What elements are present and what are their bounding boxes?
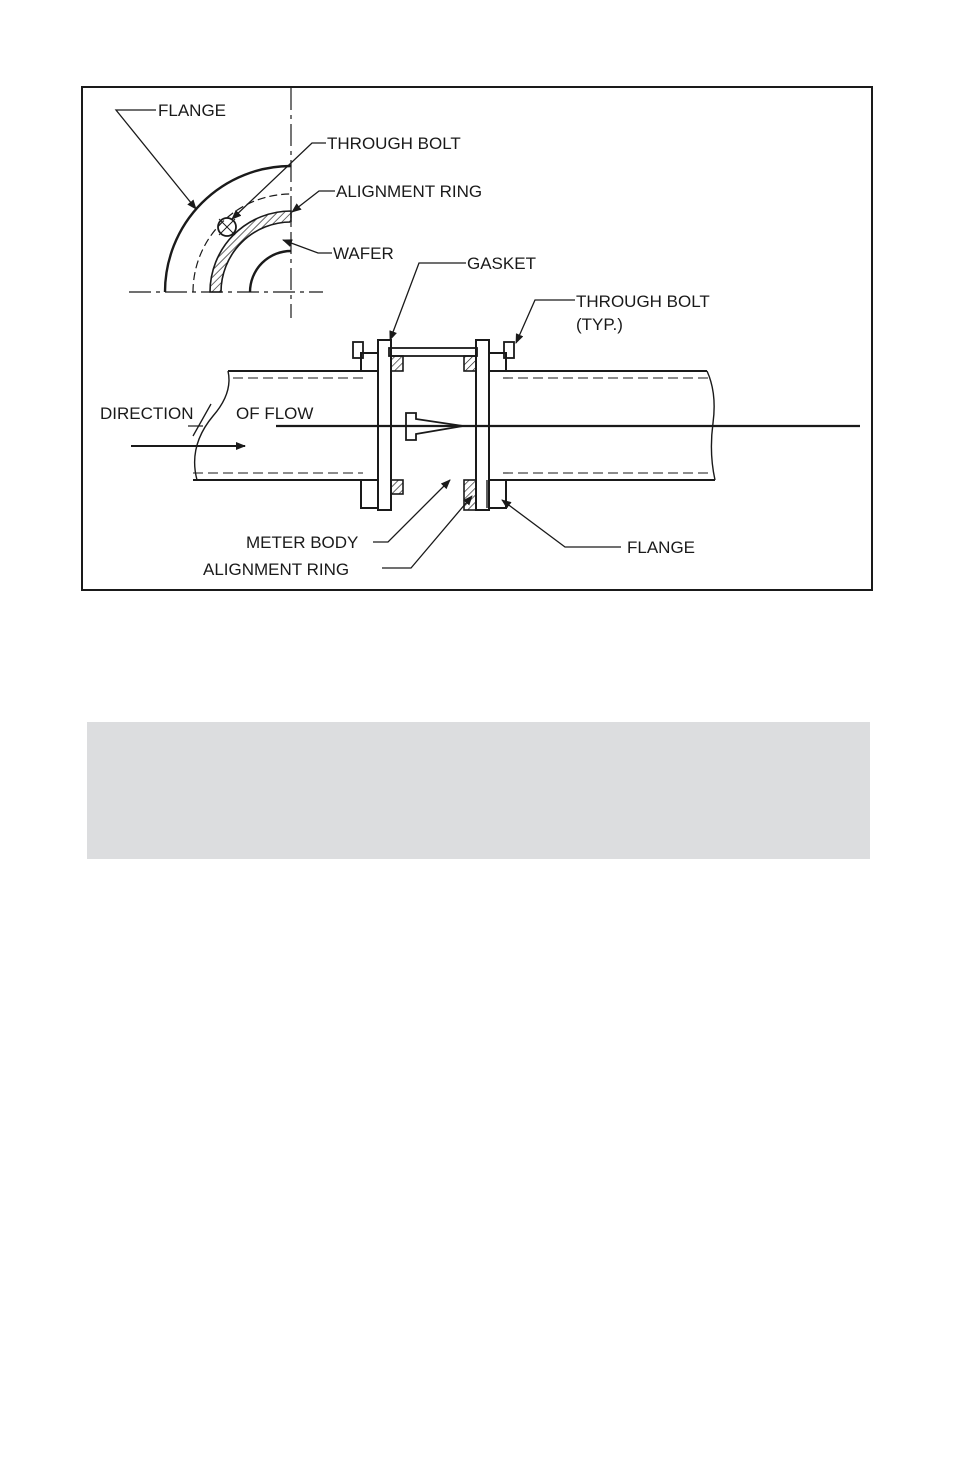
note-box xyxy=(87,722,870,859)
flange-arc xyxy=(165,166,291,292)
label-flange-top: FLANGE xyxy=(158,101,226,120)
alignment-ring-bottom xyxy=(464,480,476,510)
label-meter-body: METER BODY xyxy=(246,533,358,552)
label-flange-bottom: FLANGE xyxy=(627,538,695,557)
label-alignment-ring-top: ALIGNMENT RING xyxy=(336,182,482,201)
meter-body-bottom xyxy=(391,480,403,494)
diagram-drawing: FLANGE THROUGH BOLT ALIGNMENT RING WAFER… xyxy=(83,88,875,593)
leader-lines xyxy=(116,110,621,568)
label-direction: DIRECTION xyxy=(100,404,194,423)
wafer-arc xyxy=(250,251,291,292)
alignment-ring-top-right xyxy=(464,356,476,371)
label-through-bolt-typ-2: (TYP.) xyxy=(576,315,623,334)
installation-diagram: FLANGE THROUGH BOLT ALIGNMENT RING WAFER… xyxy=(81,86,873,591)
label-through-bolt-typ-1: THROUGH BOLT xyxy=(576,292,710,311)
label-of-flow: OF FLOW xyxy=(236,404,313,423)
label-alignment-ring-bottom: ALIGNMENT RING xyxy=(203,560,349,579)
end-view xyxy=(129,88,323,318)
through-bolt-rod xyxy=(389,348,477,356)
section-view xyxy=(131,340,860,510)
alignment-ring-top-left xyxy=(391,356,403,371)
label-through-bolt-top: THROUGH BOLT xyxy=(327,134,461,153)
label-wafer: WAFER xyxy=(333,244,394,263)
label-gasket: GASKET xyxy=(467,254,536,273)
labels: FLANGE THROUGH BOLT ALIGNMENT RING WAFER… xyxy=(100,101,710,579)
